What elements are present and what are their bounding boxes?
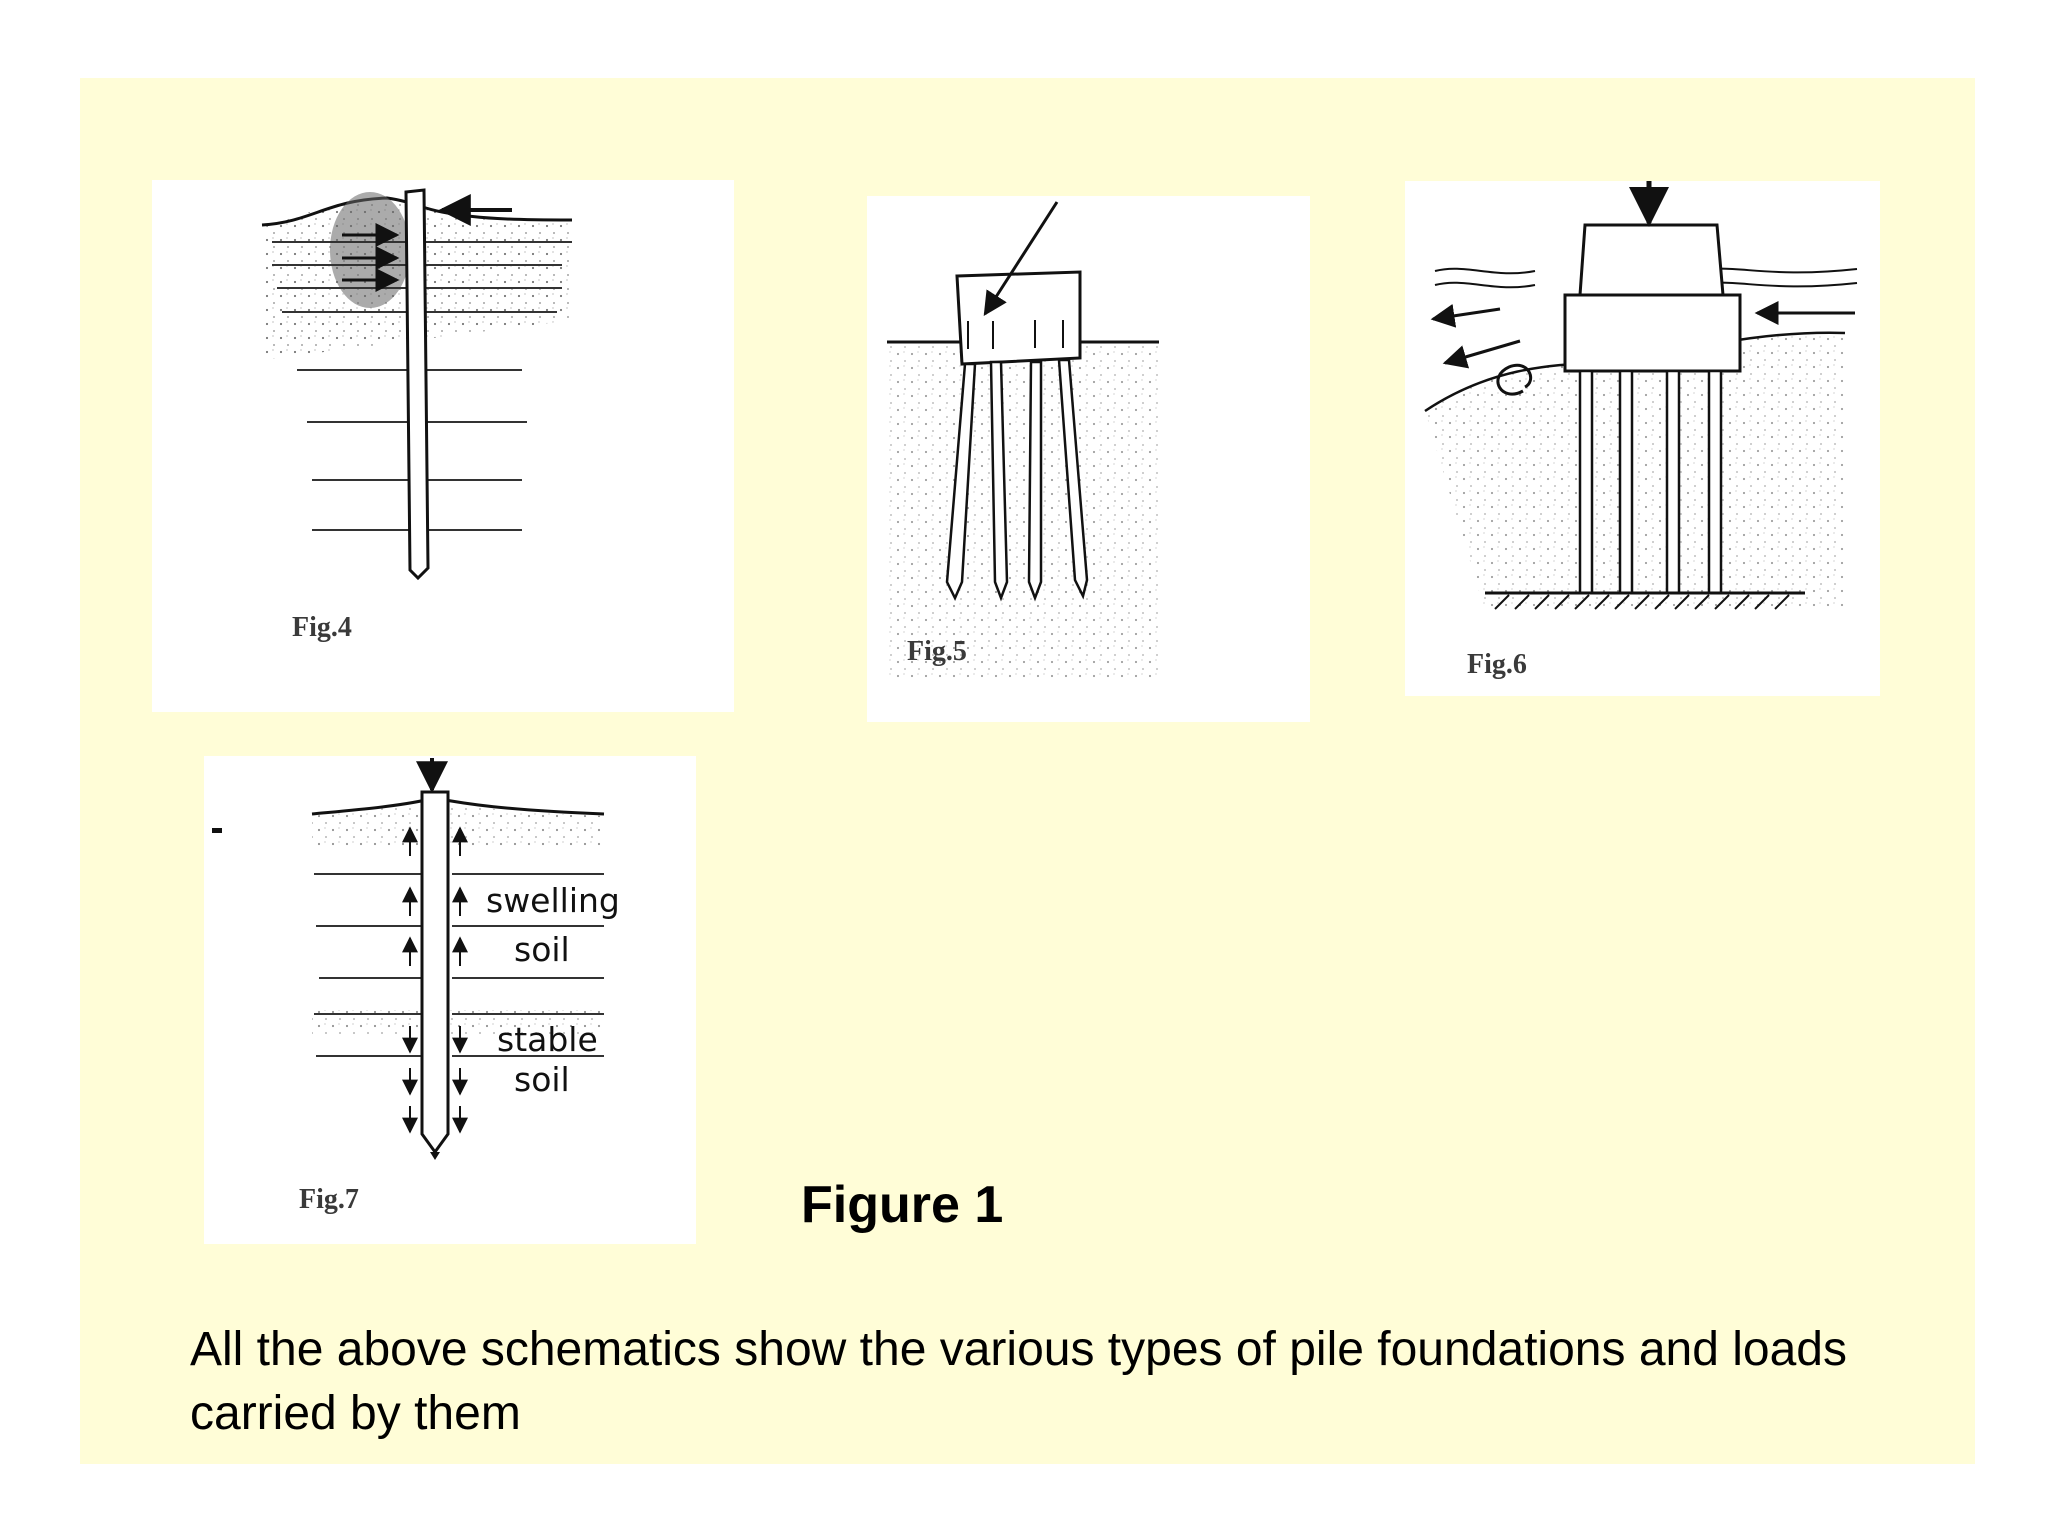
- fig5-panel: Fig.5: [867, 196, 1310, 722]
- swelling-label: swelling: [486, 881, 620, 920]
- fig5-label: Fig.5: [907, 636, 967, 667]
- slide: Fig.4 Fig.5: [80, 78, 1975, 1464]
- stable-label: stable: [497, 1020, 598, 1059]
- fig6-diagram: [1424, 181, 1858, 611]
- fig4-label: Fig.4: [292, 612, 352, 643]
- figure-title: Figure 1: [801, 1176, 1004, 1234]
- fig7-diagram: swelling soil stable soil: [212, 758, 620, 1160]
- fig5-diagram: [887, 201, 1159, 682]
- fig4-diagram: [261, 188, 573, 581]
- stable-soil-label: soil: [514, 1060, 570, 1099]
- figure-caption: All the above schematics show the variou…: [190, 1323, 1847, 1440]
- fig7-label: Fig.7: [299, 1184, 359, 1215]
- fig6-panel: Fig.6: [1405, 181, 1880, 696]
- swelling-soil-label: soil: [514, 930, 570, 969]
- fig4-panel: Fig.4: [152, 180, 734, 712]
- fig7-panel: swelling soil stable soil Fig.7: [204, 756, 696, 1244]
- fig6-label: Fig.6: [1467, 649, 1527, 680]
